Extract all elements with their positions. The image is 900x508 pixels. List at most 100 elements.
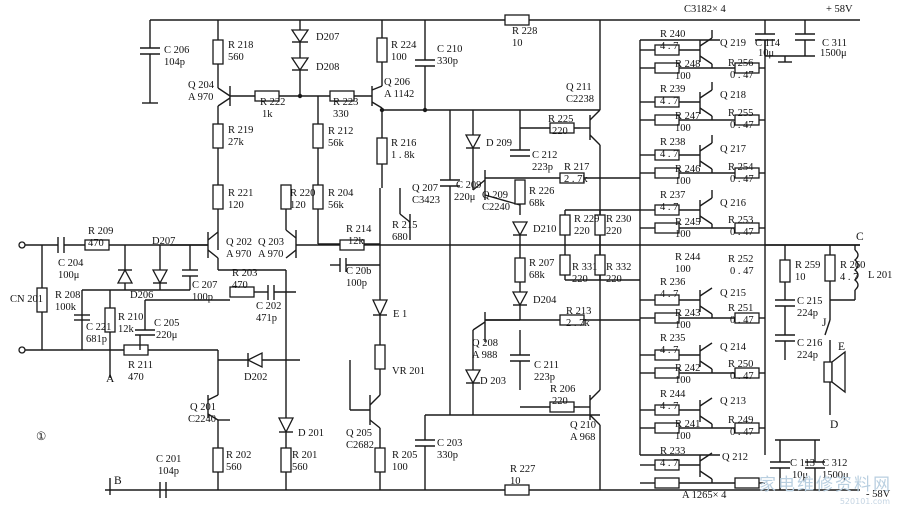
component-label: 680: [392, 232, 408, 243]
component-label: 1k: [262, 109, 273, 120]
component-label: D208: [316, 62, 340, 73]
component-label: 0 . 47: [730, 427, 754, 438]
watermark-text: 家电维修资料网: [759, 475, 892, 495]
component-label: 100k: [55, 302, 76, 313]
component-label: A 1265× 4: [682, 490, 727, 501]
component-label: 120: [228, 200, 244, 211]
component-label: R 226: [529, 186, 555, 197]
component-label: 10: [795, 272, 806, 283]
component-label: A 970: [226, 249, 252, 260]
component-label: C 204: [58, 258, 84, 269]
component-label: 1500μ: [822, 470, 849, 481]
component-label: A: [106, 373, 115, 385]
component-label: + 58V: [826, 4, 853, 15]
component-label: R 251: [728, 303, 754, 314]
component-label: 560: [228, 52, 244, 63]
component-label: D 209: [486, 138, 512, 149]
component-label: 220: [552, 396, 568, 407]
component-label: C2238: [566, 94, 595, 105]
component-label: 4 . 7: [660, 345, 679, 356]
component-label: 100: [675, 431, 691, 442]
component-label: R 253: [728, 215, 754, 226]
component-label: C 221: [86, 322, 112, 333]
component-label: R 245: [675, 217, 701, 228]
component-label: ①: [36, 431, 47, 443]
component-label: C3423: [412, 195, 441, 206]
component-label: R 215: [392, 220, 418, 231]
component-label: 681p: [86, 334, 107, 345]
component-label: 100: [392, 462, 408, 473]
component-label: 0 . 47: [730, 371, 754, 382]
component-label: R 205: [392, 450, 418, 461]
component-label: R 240: [660, 29, 686, 40]
component-label: 0 . 47: [730, 227, 754, 238]
component-label: Q 204: [188, 80, 214, 91]
component-label: 100μ: [58, 270, 80, 281]
component-label: 220μ: [156, 330, 178, 341]
component-label: Q 215: [720, 288, 746, 299]
component-label: 220: [606, 274, 622, 285]
component-label: 27k: [228, 137, 244, 148]
component-label: 220: [574, 226, 590, 237]
component-label: R 212: [328, 126, 354, 137]
component-label: 4 . 7: [660, 96, 679, 107]
component-label: R 244: [660, 389, 686, 400]
component-label: D210: [533, 224, 557, 235]
component-label: A 970: [188, 92, 214, 103]
component-label: 0 . 47: [730, 315, 754, 326]
component-label: D: [830, 419, 839, 431]
component-label: R 224: [391, 40, 417, 51]
component-label: C 215: [797, 296, 823, 307]
component-label: Q 202: [226, 237, 252, 248]
component-label: R 259: [795, 260, 821, 271]
component-label: 0 . 47: [730, 266, 754, 277]
component-label: C 114: [755, 38, 780, 49]
component-label: 10: [512, 38, 523, 49]
component-label: C 216: [797, 338, 823, 349]
component-label: 12k: [118, 324, 134, 335]
component-label: 10: [510, 476, 521, 487]
component-label: R 249: [728, 415, 754, 426]
component-label: 10μ: [758, 48, 775, 59]
component-label: R 220: [290, 188, 316, 199]
component-label: Q 217: [720, 144, 746, 155]
component-label: Q 208: [472, 338, 498, 349]
component-label: R 216: [391, 138, 417, 149]
component-label: D206: [130, 290, 154, 301]
component-label: - 58V: [866, 489, 891, 500]
component-label: Q 209: [482, 190, 508, 201]
component-label: Q 210: [570, 420, 596, 431]
component-label: C 312: [822, 458, 848, 469]
component-label: 4 . 7: [660, 458, 679, 469]
component-label: R 228: [512, 26, 538, 37]
component-label: R 219: [228, 125, 254, 136]
component-label: D202: [244, 372, 268, 383]
component-label: R 244: [675, 252, 701, 263]
component-label: R 241: [675, 419, 701, 430]
component-label: 10μ: [792, 470, 809, 481]
component-label: 100p: [346, 278, 367, 289]
component-label: 223p: [534, 372, 555, 383]
component-label: Q 212: [722, 452, 748, 463]
component-label: R 229: [574, 214, 600, 225]
component-label: Q 219: [720, 38, 746, 49]
component-label: 100: [391, 52, 407, 63]
component-label: E 1: [393, 309, 408, 320]
component-label: Q 201: [190, 402, 216, 413]
component-label: R 214: [346, 224, 372, 235]
component-label: R 223: [333, 97, 359, 108]
component-label: 330: [333, 109, 349, 120]
component-label: C2682: [346, 440, 375, 451]
component-label: Q 218: [720, 90, 746, 101]
component-label: 4 . 7: [840, 272, 859, 283]
component-label: 56k: [328, 200, 344, 211]
component-label: R 235: [660, 333, 686, 344]
component-label: R 255: [728, 108, 754, 119]
component-label: 223p: [532, 162, 553, 173]
component-label: 4 . 7: [660, 41, 679, 52]
component-label: C 205: [154, 318, 180, 329]
component-label: 0 . 47: [730, 174, 754, 185]
component-label: Q 214: [720, 342, 746, 353]
component-label: Q 213: [720, 396, 746, 407]
